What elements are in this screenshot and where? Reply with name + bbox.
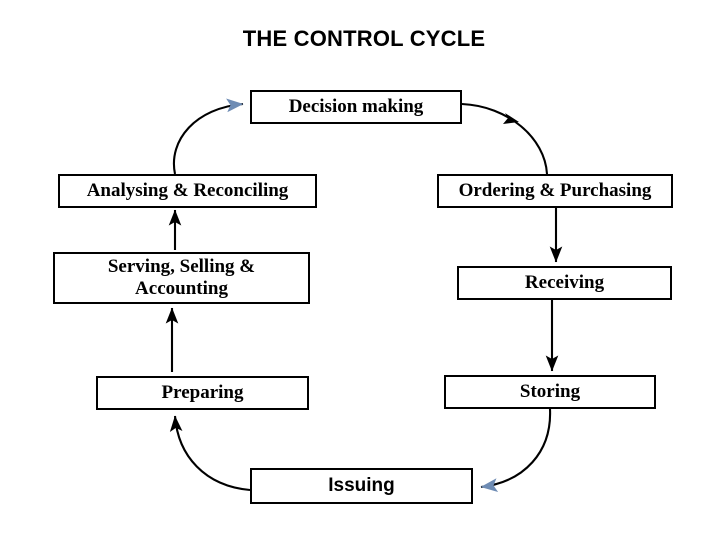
connector-analysing-to-decision [172, 98, 244, 175]
page-title: THE CONTROL CYCLE [242, 26, 486, 51]
node-label: Ordering & Purchasing [458, 179, 652, 201]
node-label: Storing [519, 380, 581, 402]
node-serving-selling-accounting[interactable]: Serving, Selling & Accounting [53, 252, 310, 304]
node-label: Serving, Selling & Accounting [107, 255, 256, 299]
node-decision-making[interactable]: Decision making [250, 90, 462, 124]
node-receiving[interactable]: Receiving [457, 266, 672, 300]
node-issuing[interactable]: Issuing [250, 468, 473, 504]
connector-storing-to-issuing [480, 408, 552, 492]
connector-issuing-to-preparing [169, 415, 251, 492]
node-label: Issuing [328, 474, 395, 496]
node-storing[interactable]: Storing [444, 375, 656, 409]
node-label: Receiving [524, 271, 605, 293]
node-ordering-purchasing[interactable]: Ordering & Purchasing [437, 174, 673, 208]
node-preparing[interactable]: Preparing [96, 376, 309, 410]
connector-decision-to-ordering [461, 102, 549, 175]
node-analysing-reconciling[interactable]: Analysing & Reconciling [58, 174, 317, 208]
node-label: Preparing [161, 381, 244, 403]
node-label: Decision making [288, 95, 424, 117]
node-label: Analysing & Reconciling [86, 179, 289, 201]
